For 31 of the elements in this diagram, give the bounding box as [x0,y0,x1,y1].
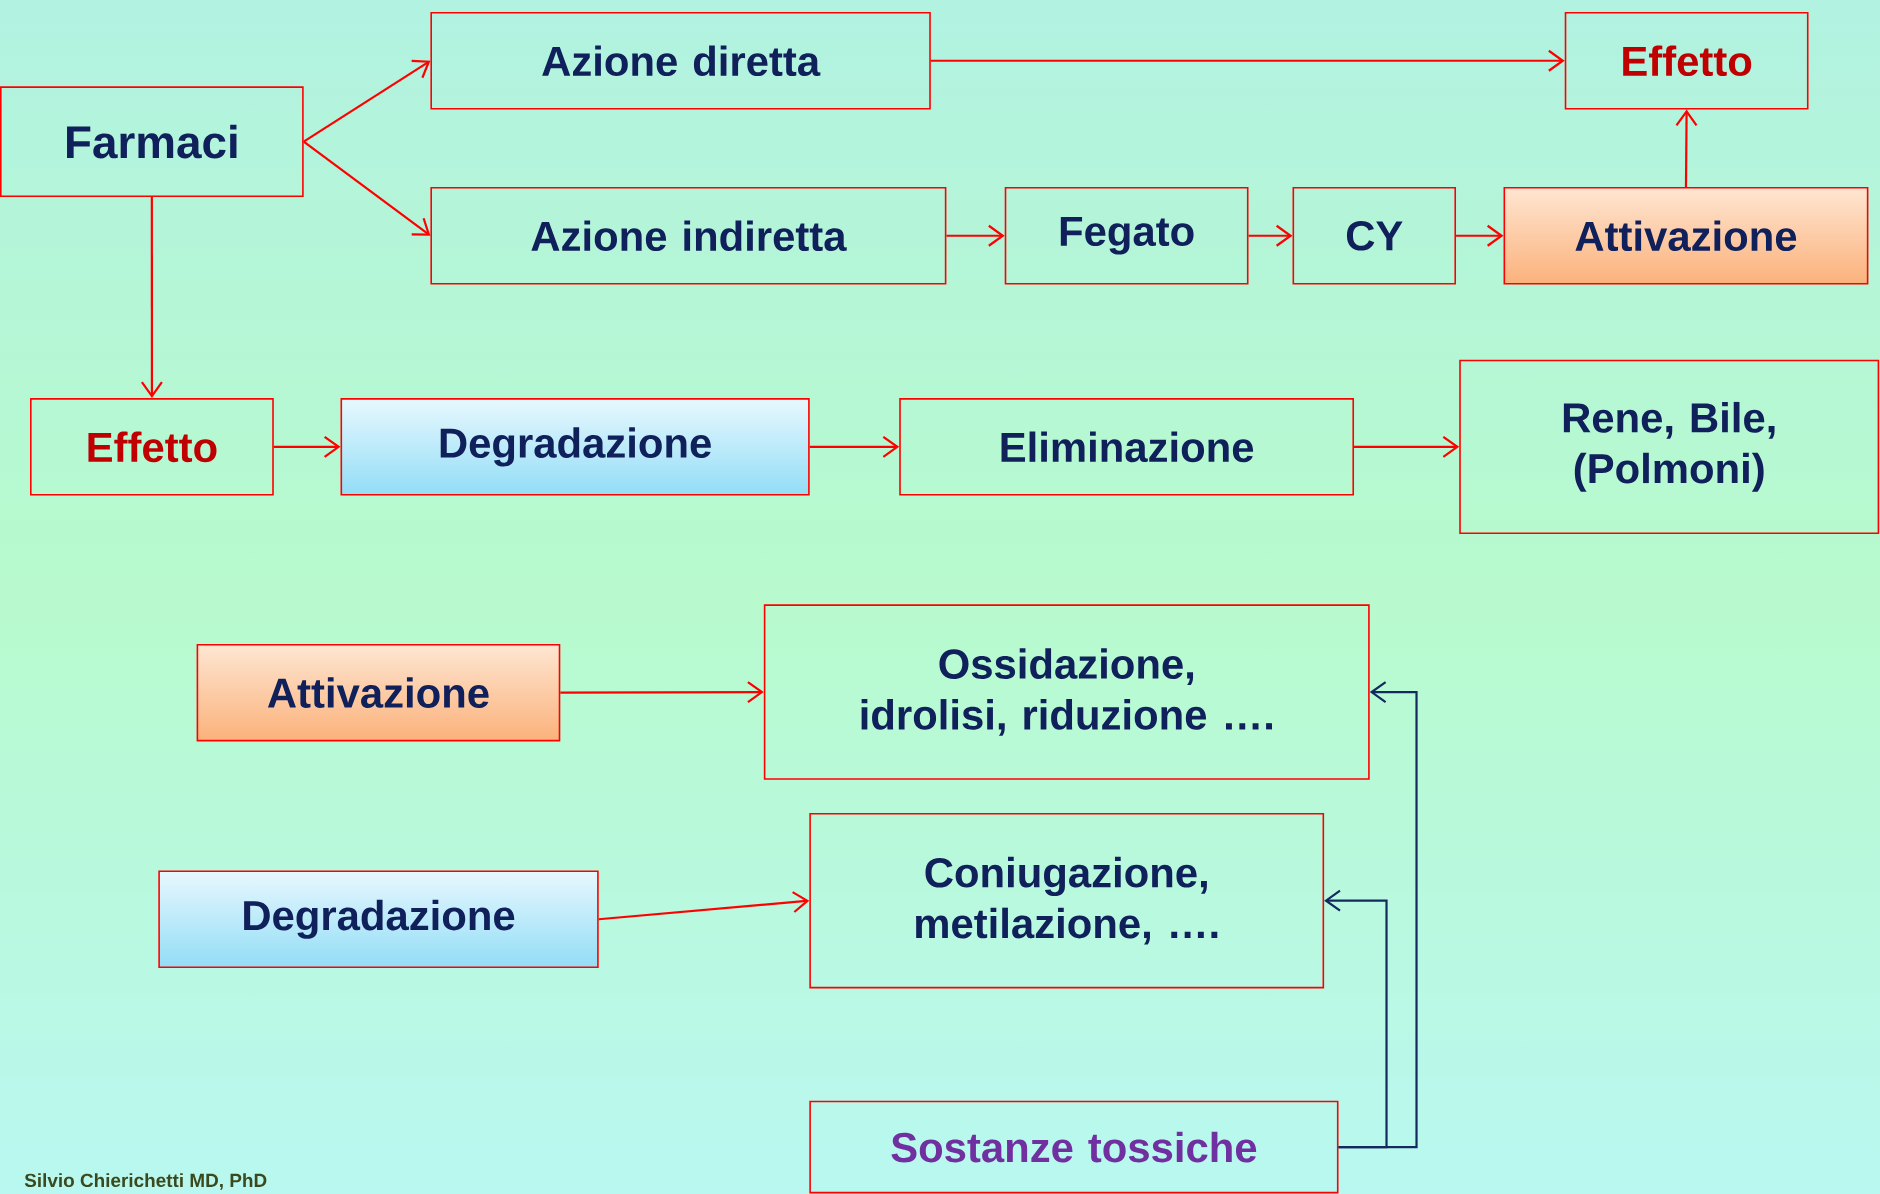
arrow [1324,889,1388,1149]
arrow [141,197,163,399]
outcome-box: Effetto [30,398,274,496]
arrow [598,891,810,921]
process-box: Rene, Bile, (Polmoni) [1459,359,1880,534]
author-credit: Silvio Chierichetti MD, PhD [24,1173,267,1190]
outcome-box: Effetto [1564,12,1809,110]
arrow [1354,435,1460,458]
arrow [1248,224,1293,247]
arrow [930,49,1565,72]
process-box: Attivazione [1503,187,1869,285]
arrow [946,224,1005,247]
process-box: Sostanze tossiche [809,1100,1339,1194]
process-box: CY [1292,187,1456,285]
process-box: Degradazione [340,398,810,496]
arrow [809,435,900,458]
process-box: Fegato [1004,187,1249,285]
process-box: Eliminazione [899,398,1354,496]
process-box: Attivazione [196,643,561,742]
process-box: Azione indiretta [430,187,947,285]
arrow [273,435,341,458]
process-box: Farmaci [0,86,304,197]
process-box: Ossidazione, idrolisi, riduzione …. [763,604,1370,780]
arrow [1456,224,1504,247]
arrow [303,59,431,143]
arrow [1675,109,1698,187]
process-box: Azione diretta [430,12,931,110]
process-box: Coniugazione, metilazione, …. [809,812,1325,989]
process-box: Degradazione [158,870,599,968]
arrow [560,681,764,703]
arrow [303,140,431,236]
